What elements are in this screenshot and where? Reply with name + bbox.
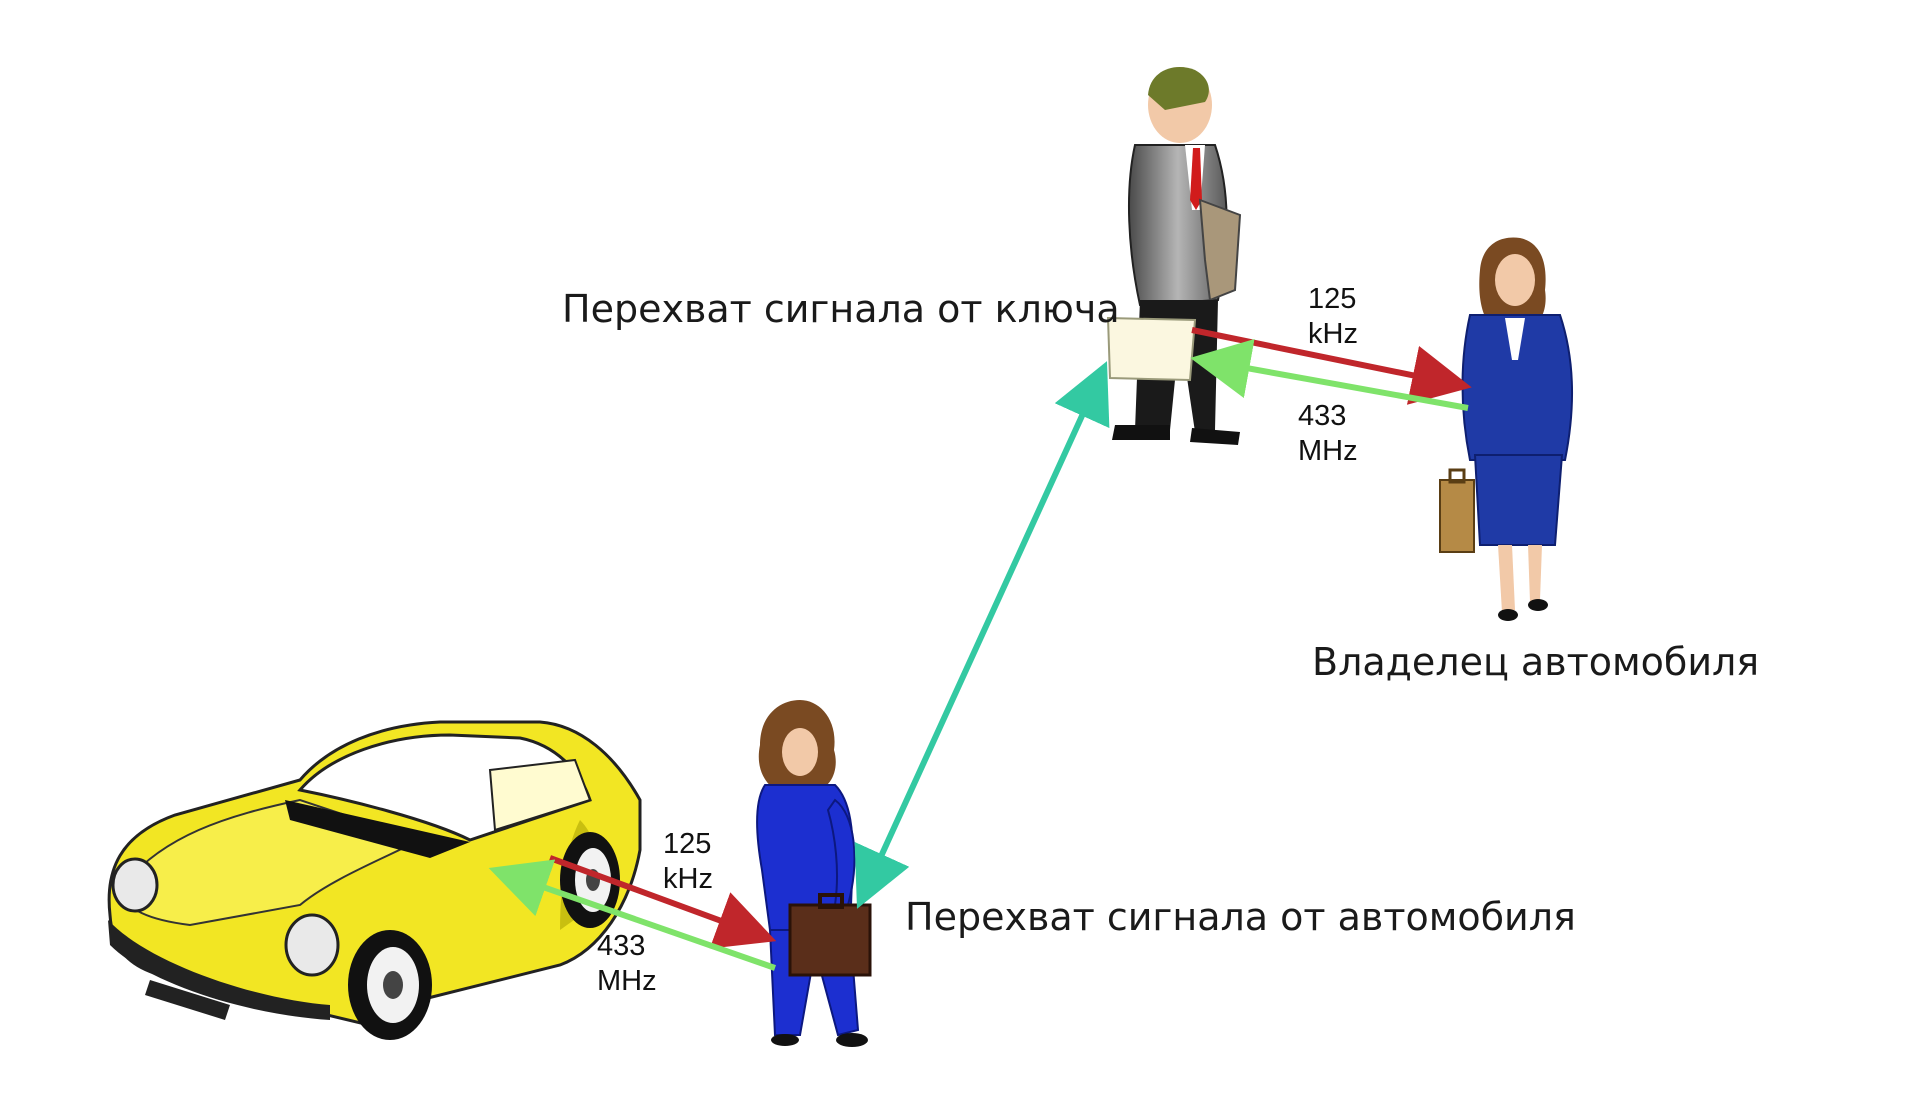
freq-upper-uhf-unit: MHz xyxy=(1298,435,1358,467)
person-owner-icon xyxy=(1439,237,1573,621)
car-icon xyxy=(107,720,642,1040)
freq-upper-lf-value: 125 xyxy=(1308,283,1356,315)
person-relay-key-icon xyxy=(1112,67,1242,445)
freq-upper-lf-unit: kHz xyxy=(1308,318,1358,350)
label-relay-car: Перехват сигнала от автомобиля xyxy=(905,895,1576,939)
arrow-lower-uhf xyxy=(488,859,776,971)
arrow-lower-lf xyxy=(548,855,777,949)
briefcase-icon xyxy=(788,893,872,977)
freq-lower-lf-unit: kHz xyxy=(663,863,713,895)
freq-lower-uhf-unit: MHz xyxy=(597,965,657,997)
label-owner: Владелец автомобиля xyxy=(1312,640,1759,684)
document-device-icon xyxy=(1106,316,1197,382)
arrow-upper-uhf xyxy=(1190,339,1469,411)
freq-lower-uhf-value: 433 xyxy=(597,930,645,962)
arrow-relay-link xyxy=(854,361,1110,909)
person-relay-car-icon xyxy=(756,700,868,1047)
label-relay-key: Перехват сигнала от ключа xyxy=(562,287,1120,331)
freq-upper-uhf-value: 433 xyxy=(1298,400,1346,432)
freq-lower-lf-value: 125 xyxy=(663,828,711,860)
